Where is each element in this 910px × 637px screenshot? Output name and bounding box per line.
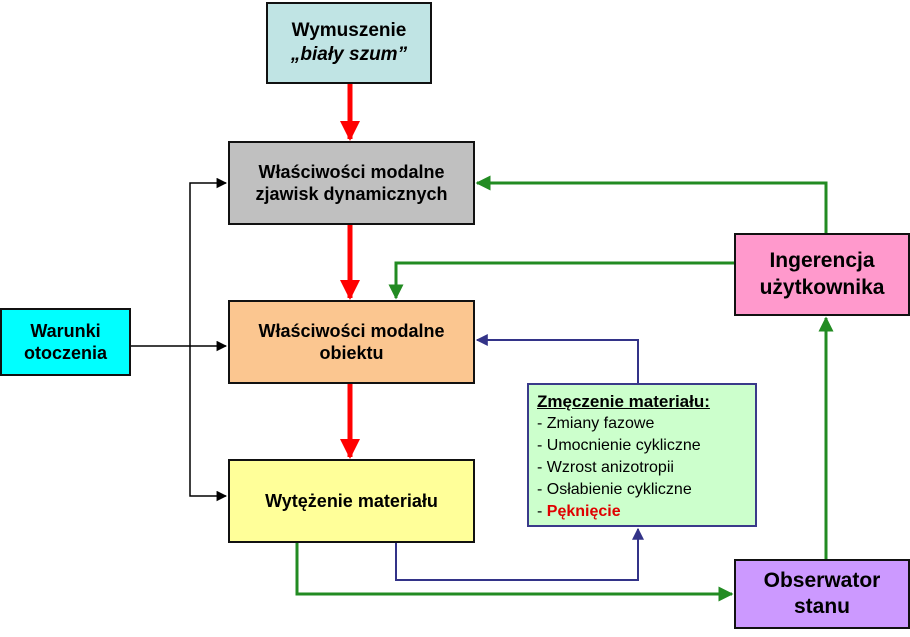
arrow-env-to-effort: [189, 346, 228, 502]
effort-line1: Wytężenie materiału: [265, 490, 438, 511]
arrow-fatigue-to-modal-obj: [475, 334, 639, 383]
fatigue-title: Zmęczenie materiału:: [537, 392, 710, 411]
forcing-line1: Wymuszenie: [291, 20, 407, 42]
observer-line2: stanu: [793, 595, 850, 618]
environment-node: Warunki otoczenia: [0, 308, 131, 376]
fatigue-item: - Wzrost anizotropii: [537, 459, 674, 476]
modal-phenomena-node: Właściwości modalne zjawisk dynamicznych: [228, 141, 475, 225]
arrow-effort-to-fatigue: [395, 527, 644, 581]
fatigue-item: - Osłabienie cykliczne: [537, 481, 692, 498]
material-fatigue-node: Zmęczenie materiału: - Zmiany fazowe - U…: [527, 383, 757, 527]
user-line1: Ingerencja: [769, 249, 875, 273]
forcing-node: Wymuszenie „biały szum”: [266, 2, 432, 84]
modal-obj-line1: Właściwości modalne: [258, 320, 445, 341]
modal-obj-line2: obiektu: [319, 343, 384, 363]
fatigue-item: - Umocnienie cykliczne: [537, 437, 701, 454]
env-line2: otoczenia: [23, 343, 107, 363]
arrow-user-to-modal-obj: [388, 261, 734, 300]
fatigue-item-crack: - Pęknięcie: [537, 501, 621, 523]
forcing-line2: „biały szum”: [290, 44, 408, 65]
arrow-effort-to-observer: [295, 543, 734, 602]
material-effort-node: Wytężenie materiału: [228, 459, 475, 543]
modal-object-node: Właściwości modalne obiektu: [228, 300, 475, 384]
env-line1: Warunki: [30, 320, 101, 341]
fatigue-item: - Zmiany fazowe: [537, 415, 655, 432]
state-observer-node: Obserwator stanu: [734, 559, 910, 629]
modal-phen-line1: Właściwości modalne: [258, 161, 445, 182]
arrow-env-to-modal-phen: [189, 177, 228, 346]
crack-label: Pęknięcie: [546, 503, 621, 520]
arrow-user-to-modal-phen: [475, 175, 828, 233]
user-line2: użytkownika: [759, 275, 885, 299]
observer-line1: Obserwator: [763, 568, 881, 592]
crack-prefix: -: [537, 503, 547, 520]
modal-phen-line2: zjawisk dynamicznych: [255, 184, 448, 204]
user-intervention-node: Ingerencja użytkownika: [734, 233, 910, 316]
